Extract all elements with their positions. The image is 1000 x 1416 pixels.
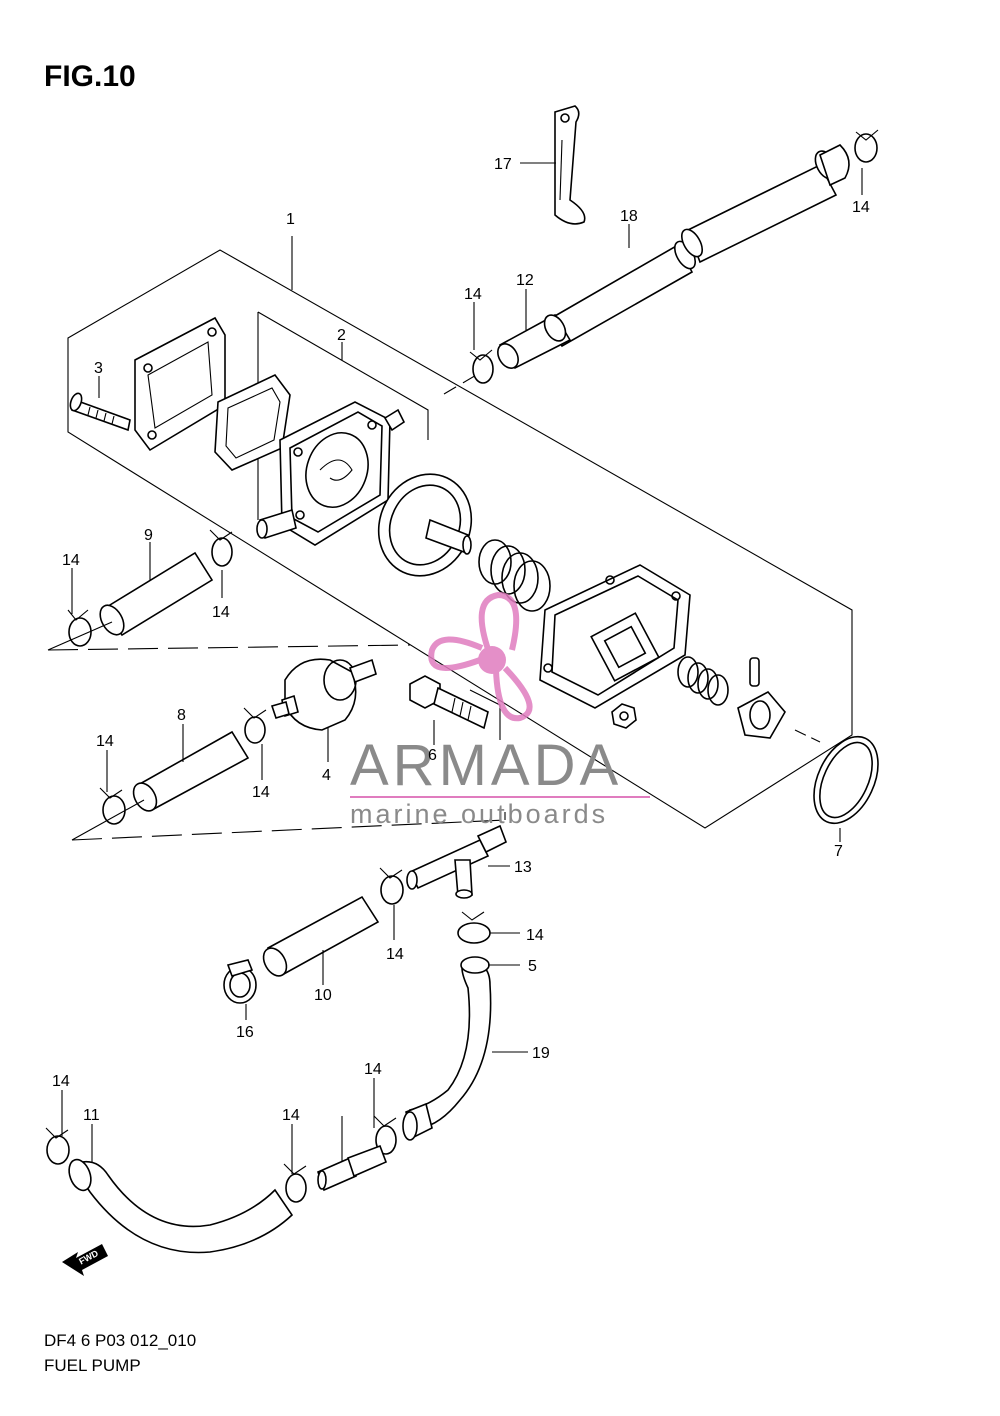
callout-14-bottom-left: 14: [52, 1073, 70, 1090]
callout-17: 18: [620, 208, 638, 225]
callout-15: 16: [236, 1024, 254, 1041]
callout-1: 1: [286, 211, 295, 228]
callout-14-top-right: 14: [852, 199, 870, 216]
callout-5: 5: [528, 958, 537, 975]
callout-14-bottom-right: 14: [364, 1061, 382, 1078]
callout-18: 19: [532, 1045, 550, 1062]
part-12-hose: [497, 313, 572, 370]
watermark-logo: ARMADA marine outboards: [350, 591, 650, 829]
callout-11: 11: [83, 1107, 100, 1124]
part-19-fitting: [317, 1144, 388, 1192]
part-7-o-ring: [813, 735, 879, 825]
clamp-14-left-upper-a: [67, 609, 92, 647]
assembly-box-1: [67, 249, 853, 829]
callout-14-tee-left: 14: [386, 946, 404, 963]
callout-3: 3: [94, 360, 103, 377]
pump-cover: [539, 564, 691, 709]
part-3-screw: [69, 392, 131, 432]
pin: [749, 657, 760, 687]
pump-body: [256, 401, 406, 546]
gasket-plate: [134, 316, 226, 452]
spring-main: [478, 539, 551, 612]
check-valve: [737, 690, 786, 739]
callout-14-left-upper-a: 14: [62, 552, 80, 569]
part-11-hose: [68, 1158, 294, 1254]
watermark-brand: ARMADA: [350, 733, 622, 798]
clamp-14-upper-mid: [469, 349, 494, 384]
callout-6: 6: [428, 747, 437, 764]
clamp-14-left-upper-b: [209, 529, 233, 567]
part-9-hose: [99, 551, 214, 637]
part-8-hose: [132, 730, 250, 812]
callout-7: 7: [834, 843, 843, 860]
clamp-14-bottom-left: [45, 1127, 70, 1165]
callout-13: 13: [514, 859, 532, 876]
callout-14-left-mid-b: 14: [252, 784, 270, 801]
part-18-hose: [402, 956, 492, 1141]
nut: [611, 703, 637, 729]
center-lines: [47, 373, 821, 841]
part-6-bolt: [409, 675, 489, 730]
part-16-clip: [554, 105, 586, 225]
callout-9: 9: [144, 527, 153, 544]
callout-10: 10: [314, 987, 332, 1004]
callout-14-tee-bottom: 14: [526, 927, 544, 944]
diagram-code: DF4 6 P03 012_010: [44, 1331, 197, 1350]
clamp-14-top-right: [854, 129, 879, 163]
clamp-14-tee-left: [379, 867, 404, 905]
figure-title: FIG.10: [44, 60, 136, 93]
leader-lines: [61, 162, 863, 1174]
callout-12: 12: [516, 272, 534, 289]
fwd-arrow-icon: FWD: [62, 1244, 108, 1276]
callout-2: 2: [337, 327, 346, 344]
part-4-filter: [270, 658, 377, 731]
part-15-hose-clip: [223, 959, 257, 1004]
diagram-name: FUEL PUMP: [44, 1356, 141, 1375]
gasket-inner: [214, 373, 291, 471]
callout-8: 8: [177, 707, 186, 724]
callout-labels: 1 2 3 4 5 6 7 8 9 10 11 12 13 14 14 14 1…: [52, 156, 870, 1124]
spring-small: [677, 656, 729, 706]
callout-4: 4: [322, 767, 331, 784]
callout-14-left-mid-a: 14: [96, 733, 114, 750]
part-10-hose: [262, 895, 380, 977]
clamp-14-left-mid-b: [243, 707, 267, 744]
part-17-hose: [546, 144, 850, 348]
callout-14-left-upper-b: 14: [212, 604, 230, 621]
propeller-icon: [428, 591, 533, 722]
callout-16: 17: [494, 156, 512, 173]
callout-14-upper-mid: 14: [464, 286, 482, 303]
clamp-14-bottom-mid: [283, 1163, 307, 1203]
watermark-tagline: marine outboards: [350, 799, 608, 829]
diaphragm: [377, 473, 473, 577]
clamp-14-tee-bottom: [457, 911, 491, 944]
part-13-tee: [406, 824, 508, 899]
clamp-14-left-mid-a: [99, 787, 126, 825]
callout-14-bottom-mid: 14: [282, 1107, 300, 1124]
